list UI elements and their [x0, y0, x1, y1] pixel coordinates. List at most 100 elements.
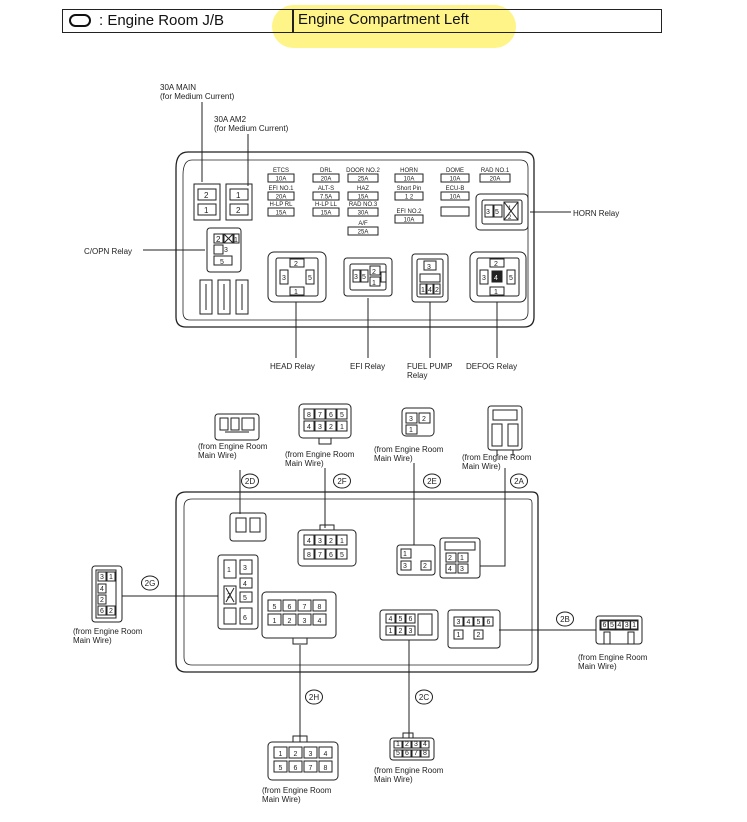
- conn-2h-pin-top-0-cell: [273, 746, 288, 759]
- copn-pin-3: 3: [224, 247, 228, 254]
- jb-2b-pin-top-0: 3: [457, 619, 461, 626]
- header-prefix: : Engine Room J/B: [99, 12, 225, 29]
- jb-2h-pin-top-3: 8: [318, 604, 322, 611]
- connector-2e-plug: 3 2 1: [401, 407, 435, 437]
- conn-2b-note-2: Main Wire): [578, 662, 617, 671]
- conn-2c-pin-top-1: 2: [405, 741, 409, 748]
- am2-fuse-pin-1: 1: [236, 191, 241, 200]
- jb-2b-pin-top-2-cell: [473, 616, 484, 627]
- efi-pin-1: 1: [372, 280, 376, 287]
- header-divider: [292, 10, 294, 32]
- conn-2h-note-1: (from Engine Room: [262, 786, 332, 795]
- jb-socket-2e: 1 3 2: [396, 544, 436, 576]
- jb-2f-pin-bottom-2: 6: [329, 552, 333, 559]
- badge-2e-oval: [423, 473, 441, 489]
- conn-2c-pin-top-2: 3: [414, 741, 418, 748]
- conn-2g-pin-2b: 2: [109, 608, 113, 615]
- fuse-rating-13: 30A: [358, 211, 369, 217]
- horn-pin-3: 3: [486, 209, 490, 216]
- jb-2c-pin-bottom-1: 2: [399, 628, 403, 635]
- fuse-slot-11: [267, 207, 295, 217]
- jb-2c-pin-bottom-1-cell: [395, 625, 406, 636]
- conn-2f-pin-top-1-cell: [314, 408, 326, 420]
- jb-2h-pin-bottom-2: 3: [303, 618, 307, 625]
- fuel-pump-relay-label: FUEL PUMP: [407, 362, 453, 371]
- conn-2f-pin-bottom-3: 1: [340, 424, 344, 431]
- jb-2e-pin-1: 1: [403, 551, 407, 558]
- conn-2f-pin-bottom-2: 2: [329, 424, 333, 431]
- jb-2h-pin-top-0-cell: [267, 599, 282, 612]
- top-junction-block: [175, 151, 535, 328]
- fuse-name-3: HORN: [400, 168, 418, 174]
- jb-2c-pin-bottom-2: 3: [409, 628, 413, 635]
- bottom-leader-lines: [122, 463, 596, 742]
- spare-fuse-slot: [440, 206, 470, 217]
- jb-socket-2a: 2 1 4 3: [439, 537, 481, 579]
- conn-2h-pin-bottom-0: 5: [279, 765, 283, 772]
- conn-2c-pin-top-0: 1: [396, 741, 400, 748]
- jb-2h-pin-bottom-3: 4: [318, 618, 322, 625]
- main-fuse-label: 30A MAIN: [160, 83, 196, 92]
- am2-fuse-pin-2: 2: [236, 206, 241, 215]
- fuel-pin-2: 2: [435, 287, 439, 294]
- conn-2c-note-1: (from Engine Room: [374, 766, 444, 775]
- jb-2c-pin-top-2-cell: [405, 613, 416, 624]
- jb-2b-pin-top-1: 4: [467, 619, 471, 626]
- conn-2f-note-2: Main Wire): [285, 459, 324, 468]
- conn-2c-pin-bottom-2: 7: [414, 750, 418, 757]
- jb-2a-pin-3: 3: [460, 566, 464, 573]
- head-pin-3: 3: [282, 275, 286, 282]
- mini-fuse-slots: [199, 279, 249, 315]
- fuse-rating-12: 15A: [321, 211, 332, 217]
- jb-2f-pin-bottom-2-cell: [325, 548, 337, 560]
- conn-2f-pin-bottom-3-cell: [336, 420, 348, 432]
- conn-2g-note-1: (from Engine Room: [73, 627, 143, 636]
- jb-2g-pin-5: 5: [243, 595, 247, 602]
- jb-2c-pin-top-1-cell: [395, 613, 406, 624]
- jb-2f-pin-bottom-1: 7: [318, 552, 322, 559]
- jb-2a-pin-4: 4: [448, 566, 452, 573]
- jb-2b-pin-bottom-0-cell: [453, 629, 464, 640]
- copn-pin-2: 2: [216, 235, 221, 244]
- conn-2c-pin-bottom-2-cell: [411, 749, 421, 758]
- jb-2c-pin-top-1: 5: [399, 616, 403, 623]
- conn-2g-pin-1: 1: [109, 574, 113, 581]
- conn-2h-pin-top-1-cell: [288, 746, 303, 759]
- conn-2c-pin-top-3: 4: [423, 741, 427, 748]
- fuse-rating-0: 10A: [276, 177, 287, 183]
- conn-2c-pin-bottom-0-cell: [393, 749, 403, 758]
- fuse-rating-3: 10A: [404, 177, 415, 183]
- head-relay-socket: 2 3 5 1: [267, 251, 327, 303]
- conn-2f-pin-bottom-0-cell: [303, 420, 315, 432]
- badge-2g-oval: [141, 575, 159, 591]
- header-highlight: [272, 5, 516, 48]
- top-leader-lines: [143, 102, 571, 358]
- fuel-pump-relay-socket: 3 1 4 2: [411, 253, 449, 303]
- fuse-name-11: H-LP RL: [270, 202, 294, 208]
- conn-2c-note-2: Main Wire): [374, 775, 413, 784]
- fuse-slot-0: [267, 173, 295, 183]
- horn-pin-5: 5: [495, 209, 499, 216]
- jb-2e-pin-2: 2: [423, 563, 427, 570]
- conn-2h-pin-top-3: 4: [324, 751, 328, 758]
- conn-2g-pin-6: 6: [100, 608, 104, 615]
- fuse-slot-10: [440, 191, 470, 201]
- defog-pin-3: 3: [482, 275, 486, 282]
- jb-2c-pin-bottom-0-cell: [385, 625, 396, 636]
- conn-2f-pin-bottom-1: 3: [318, 424, 322, 431]
- jb-2g-pin-4: 4: [243, 581, 247, 588]
- jb-2h-pin-bottom-1: 2: [288, 618, 292, 625]
- jb-2h-pin-bottom-3-cell: [312, 613, 327, 626]
- fuse-rating-1: 20A: [321, 177, 332, 183]
- jb-2f-pin-bottom-1-cell: [314, 548, 326, 560]
- fuse-slot-6: [267, 191, 295, 201]
- jb-2h-pin-top-0: 5: [273, 604, 277, 611]
- conn-2h-pin-bottom-0-cell: [273, 760, 288, 773]
- conn-2c-pin-top-0-cell: [393, 740, 403, 749]
- fuse-slot-12: [312, 207, 340, 217]
- header-title: Engine Compartment Left: [298, 11, 469, 28]
- fuse-rating-4: 10A: [450, 177, 461, 183]
- defog-pin-4: 4: [494, 275, 498, 282]
